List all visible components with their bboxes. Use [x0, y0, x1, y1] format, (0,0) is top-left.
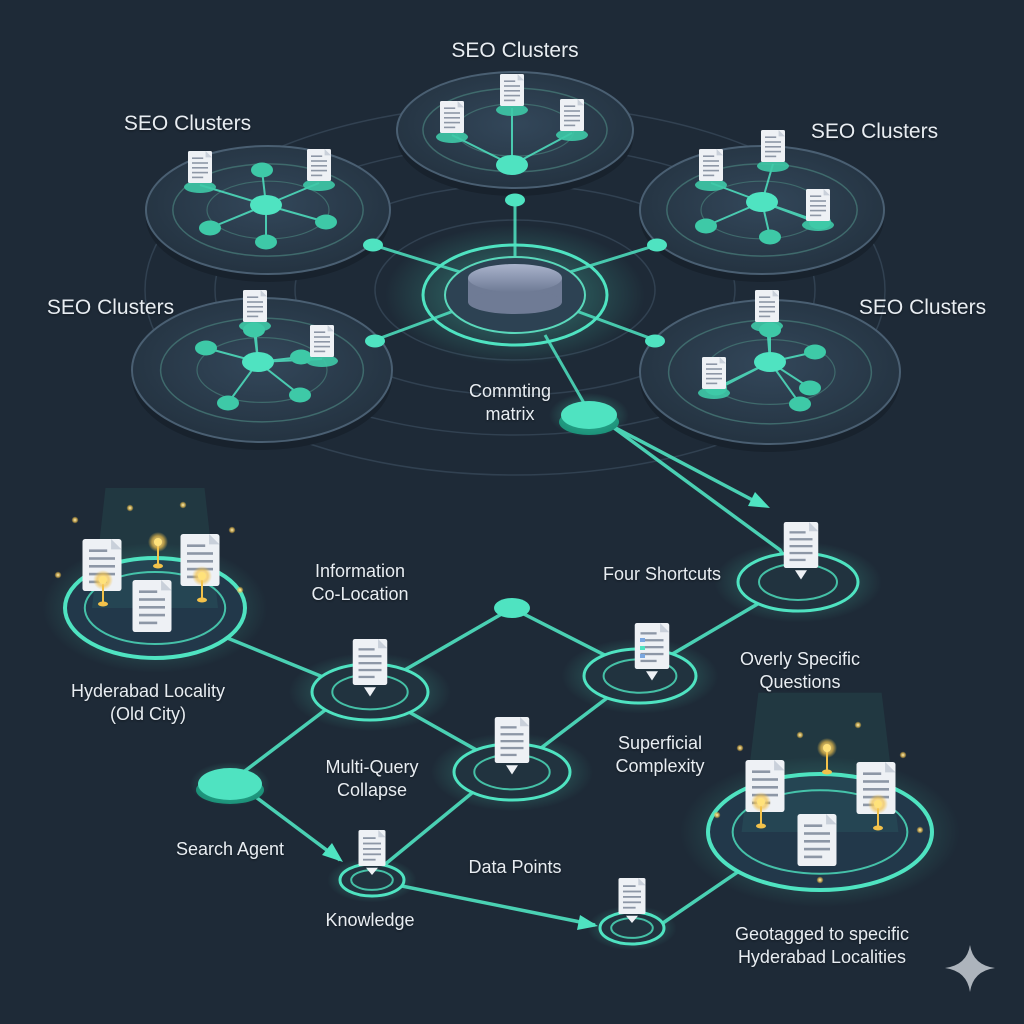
label-four-shortcuts: Four Shortcuts [602, 564, 722, 584]
doc-knowledge [358, 830, 386, 875]
document-icon [806, 189, 830, 221]
document-icon [188, 151, 212, 183]
cluster-hub-node [754, 352, 786, 372]
info-node [494, 598, 530, 618]
locality-old-city [42, 488, 268, 673]
doc-data-points [618, 878, 646, 923]
doc-multi-query [494, 717, 530, 775]
label-superficial-line2: Complexity [615, 755, 705, 776]
document-icon [560, 99, 584, 131]
label-info-line2: Co-Location [311, 583, 409, 604]
label-hyd-line2: (Old City) [110, 703, 186, 724]
label-geo-line2: Hyderabad Localities [737, 946, 907, 967]
node-four-shortcuts [714, 541, 882, 623]
cluster-hub-node [746, 192, 778, 212]
label-geo-line1: Geotagged to specific [734, 924, 910, 944]
connector-node [505, 193, 525, 207]
label-multi-query-collapse: Multi-Query Collapse [292, 756, 452, 801]
search-agent-node [190, 762, 270, 806]
document-icon [243, 290, 267, 322]
label-superficial-complexity: Superficial Complexity [580, 732, 740, 777]
locality-geotagged [680, 692, 960, 908]
cluster-node [695, 218, 717, 234]
label-seo-upper-right: SEO Clusters [810, 120, 939, 143]
document-icon [783, 522, 819, 568]
document-icon [634, 623, 670, 669]
cluster-hub-node [250, 195, 282, 215]
label-hyd-line1: Hyderabad Locality [70, 681, 226, 701]
cluster-node [217, 395, 239, 411]
document-icon [310, 325, 334, 357]
document-icon [618, 878, 646, 914]
document-icon [702, 357, 726, 389]
label-overly-specific: Overly Specific Questions [720, 648, 880, 693]
document-icon [797, 814, 837, 866]
label-seo-mid-left: SEO Clusters [46, 296, 175, 319]
cluster-node [315, 214, 337, 230]
cluster-node [251, 162, 273, 178]
cluster-node [799, 380, 821, 396]
label-overly-line1: Overly Specific [739, 649, 861, 669]
document-icon [132, 580, 172, 632]
label-search-agent: Search Agent [175, 839, 285, 859]
label-overly-line2: Questions [759, 671, 841, 692]
label-data-points: Data Points [468, 857, 562, 877]
label-seo-mid-right: SEO Clusters [858, 296, 987, 319]
matrix-node [549, 393, 629, 437]
document-icon [500, 74, 524, 106]
cluster-node [195, 340, 217, 356]
label-superficial-line1: Superficial [617, 733, 703, 753]
sparkle-icon [945, 945, 995, 992]
label-seo-top: SEO Clusters [451, 39, 579, 62]
cluster-node [789, 396, 811, 412]
label-hyderabad-locality: Hyderabad Locality (Old City) [48, 680, 248, 725]
cluster-node [759, 229, 781, 245]
doc-information-colocation [352, 639, 388, 697]
connector-node [647, 238, 667, 252]
connector-node [645, 334, 665, 348]
label-seo-upper-left: SEO Clusters [123, 112, 252, 135]
label-info-line1: Information [314, 561, 406, 581]
document-icon [440, 101, 464, 133]
label-multi-line1: Multi-Query [325, 757, 419, 777]
cluster-hub-node [496, 155, 528, 175]
cluster-node [804, 344, 826, 360]
label-geotagged: Geotagged to specific Hyderabad Localiti… [712, 923, 932, 968]
document-icon [761, 130, 785, 162]
document-icon [494, 717, 530, 763]
document-icon [352, 639, 388, 685]
label-commting-line1: Commting [468, 381, 552, 401]
label-multi-line2: Collapse [336, 779, 408, 800]
document-icon [755, 290, 779, 322]
cluster-node [289, 387, 311, 403]
document-icon [699, 149, 723, 181]
connector-node [365, 334, 385, 348]
document-icon [358, 830, 386, 866]
label-commting-line2: matrix [485, 403, 535, 424]
cluster-node [255, 234, 277, 250]
connector-node [363, 238, 383, 252]
label-knowledge: Knowledge [325, 910, 415, 930]
doc-four-shortcuts [783, 522, 819, 580]
cluster-node [199, 220, 221, 236]
node-superficial [561, 638, 719, 714]
node-knowledge [327, 857, 417, 903]
doc-superficial-complexity [634, 623, 670, 681]
document-icon [307, 149, 331, 181]
central-hub [385, 225, 645, 365]
cluster-hub-node [242, 352, 274, 372]
label-commting-matrix: Commting matrix [425, 380, 595, 425]
label-information-colocation: Information Co-Location [280, 560, 440, 605]
